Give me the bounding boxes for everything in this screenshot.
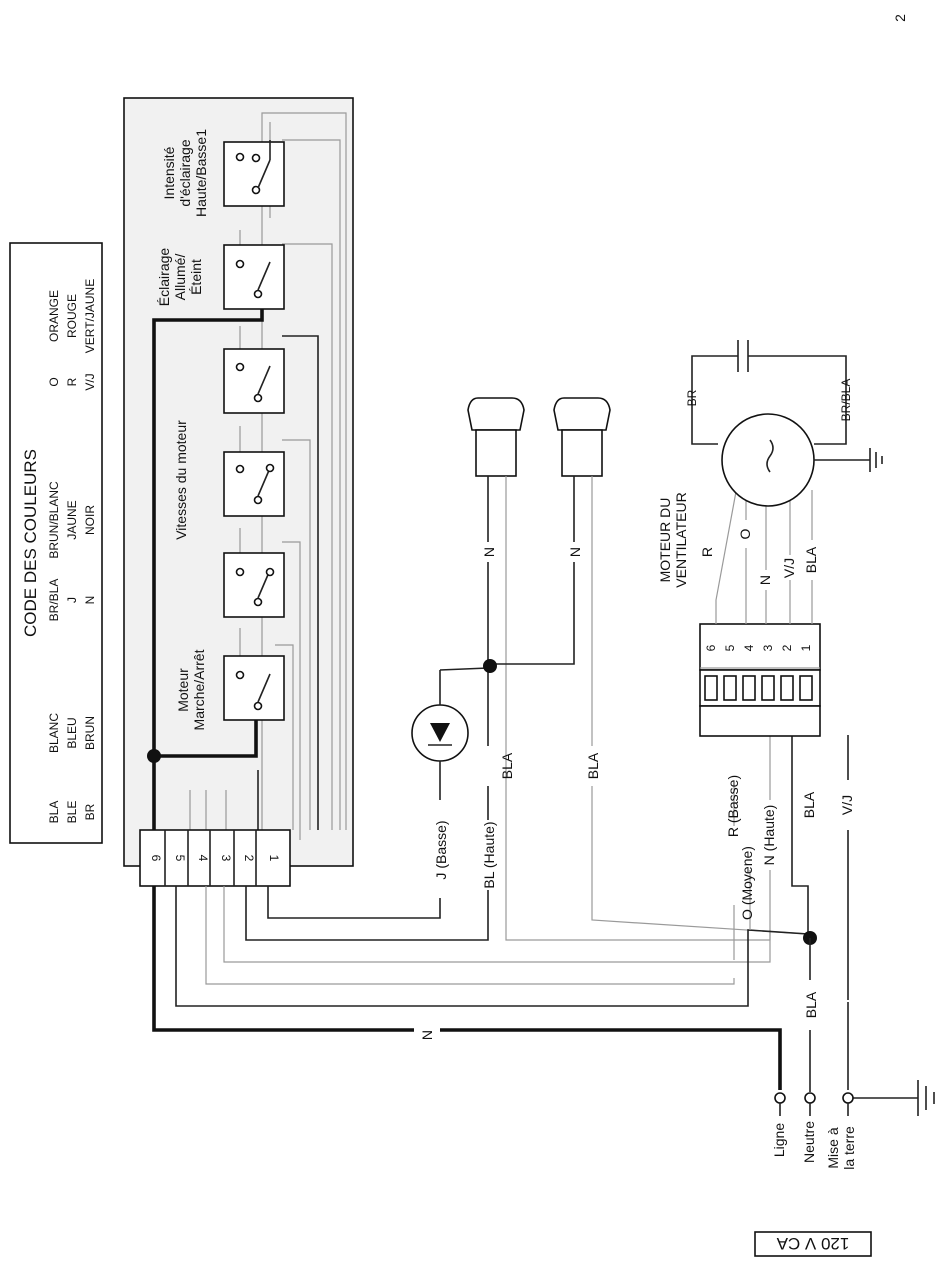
- connector-pin-4: 4: [742, 644, 756, 651]
- connector-pin-2: 2: [780, 644, 794, 651]
- wire-label-lamp2-n: N: [567, 547, 583, 557]
- label-light-onoff: ÉclairageAllumé/Éteint: [156, 248, 204, 307]
- color-code-1: BLA: [47, 801, 61, 824]
- color-name-3: BRUN: [83, 716, 97, 750]
- supply-terminals: [774, 1092, 854, 1116]
- supply-label-ground: Mise àla terre: [825, 1126, 857, 1170]
- terminal-6: 6: [149, 855, 163, 862]
- wire-label-bla-1: BLA: [499, 752, 515, 779]
- switch-motor-speed-1[interactable]: [223, 348, 285, 414]
- wire-label-n-haute: N (Haute): [761, 805, 777, 866]
- motor-lead-3: N: [757, 575, 773, 585]
- diode-low: [267, 670, 469, 919]
- switch-light-onoff[interactable]: [223, 244, 285, 310]
- motor-lead-2: O: [737, 528, 753, 539]
- fan-motor: [691, 340, 883, 507]
- capacitor-label-br: BR: [685, 389, 699, 406]
- connector-pin-3: 3: [761, 644, 775, 651]
- supply-label-neutral: Neutre: [801, 1121, 817, 1163]
- connector-pin-6: 6: [704, 644, 718, 651]
- color-name-2: BLEU: [65, 717, 79, 748]
- wire-label-r-basse: R (Basse): [725, 775, 741, 837]
- connector-pin-5: 5: [723, 644, 737, 651]
- color-code-legend: CODE DES COULEURS BLA BLANC BLE BLEU BR BRUN B…: [9, 242, 103, 844]
- lamp-wires: [245, 476, 809, 941]
- wire-label-j-basse: J (Basse): [433, 820, 449, 879]
- terminal-4: 4: [196, 855, 210, 862]
- switch-motor-onoff[interactable]: [223, 655, 285, 721]
- color-code-title: CODE DES COULEURS: [21, 449, 40, 637]
- motor-lead-1: R: [699, 547, 715, 557]
- switch-motor-speed-2[interactable]: [223, 451, 285, 517]
- motor-lead-5: BLA: [803, 546, 819, 573]
- motor-lead-4: V/J: [781, 558, 797, 578]
- supply-label-line: Ligne: [771, 1123, 787, 1157]
- color-code-7: O: [47, 377, 61, 386]
- terminal-block: 1 2 3 4 5 6: [139, 829, 291, 887]
- color-name-8: ROUGE: [65, 294, 79, 338]
- wire-label-bla-motor: BLA: [801, 791, 817, 818]
- voltage-box: 120 V CA: [754, 1231, 872, 1257]
- page-number: 2: [892, 14, 908, 22]
- wire-label-bl-haute: BL (Haute): [481, 821, 497, 888]
- label-motor-onoff: MoteurMarche/Arrêt: [175, 649, 207, 730]
- motor-leads: [715, 469, 813, 624]
- panel-internal-wires: [189, 112, 347, 840]
- wire-label-lamp1-n: N: [481, 547, 497, 557]
- color-code-5: J: [65, 597, 79, 603]
- color-name-5: JAUNE: [65, 500, 79, 539]
- lamp-2: [553, 397, 611, 477]
- color-code-6: N: [83, 596, 97, 605]
- color-name-7: ORANGE: [47, 290, 61, 342]
- terminal-to-motor-wires: [175, 735, 849, 1007]
- label-motor-speeds: Vitesses du moteur: [173, 420, 189, 540]
- motor-title: MOTEUR DUVENTILATEUR: [657, 492, 689, 587]
- terminal-1: 1: [267, 855, 281, 862]
- color-code-3: BR: [83, 803, 97, 820]
- color-name-4: BRUN/BLANC: [47, 481, 61, 559]
- terminal-2: 2: [242, 855, 256, 862]
- color-code-9: V/J: [83, 373, 97, 390]
- color-code-2: BLE: [65, 801, 79, 824]
- wire-label-bla-neutral: BLA: [803, 991, 819, 1018]
- junction-hot: [147, 749, 161, 763]
- connector-pin-1: 1: [799, 644, 813, 651]
- terminal-3: 3: [219, 855, 233, 862]
- line-hot-wire: [152, 886, 782, 1090]
- color-name-9: VERT/JAUNE: [83, 279, 97, 353]
- ground-wire: [847, 1002, 935, 1116]
- label-light-intensity: Intensitéd'éclairageHaute/Basse1: [161, 129, 209, 217]
- switch-light-intensity[interactable]: [223, 140, 285, 207]
- switch-panel: [123, 97, 354, 867]
- voltage-label: 120 V CA: [776, 1234, 849, 1253]
- terminal-5: 5: [173, 855, 187, 862]
- lamp-1: [467, 397, 525, 477]
- wire-label-vj-ground: V/J: [839, 795, 855, 815]
- color-name-6: NOIR: [83, 505, 97, 535]
- switch-motor-speed-3[interactable]: [223, 552, 285, 618]
- color-code-8: R: [65, 377, 79, 386]
- panel-hot-bus: [147, 300, 264, 830]
- wire-label-o-moyene: O (Moyene): [739, 846, 755, 920]
- junction-lamps: [483, 659, 497, 673]
- wire-label-n-line: N: [419, 1030, 435, 1040]
- wire-label-bla-2: BLA: [585, 752, 601, 779]
- color-name-1: BLANC: [47, 713, 61, 753]
- color-code-4: BR/BLA: [47, 579, 61, 622]
- capacitor-label-brbla: BR/BLA: [839, 379, 853, 422]
